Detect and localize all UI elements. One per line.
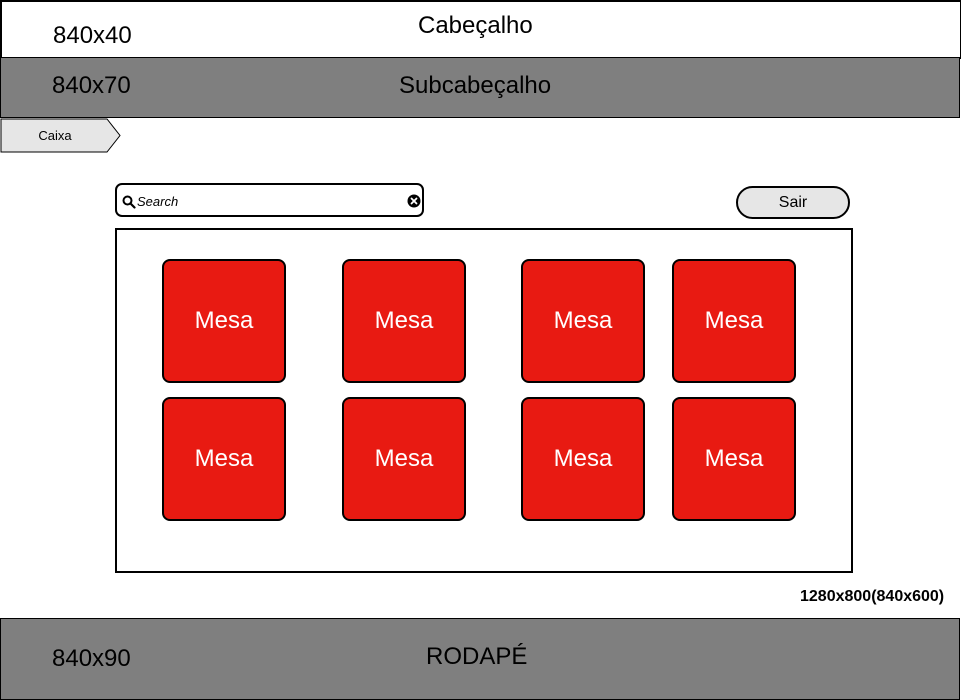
resolution-note: 1280x800(840x600) bbox=[800, 588, 945, 605]
search-box[interactable] bbox=[115, 183, 424, 217]
search-icon bbox=[122, 195, 136, 209]
subheader-bar: 840x70 Subcabeçalho bbox=[0, 57, 960, 118]
table-tile[interactable]: Mesa bbox=[162, 397, 286, 521]
breadcrumb[interactable]: Caixa bbox=[0, 118, 122, 153]
clear-icon[interactable] bbox=[407, 194, 421, 208]
header-size-label: 840x40 bbox=[53, 22, 132, 49]
subheader-title: Subcabeçalho bbox=[399, 72, 552, 99]
subheader-size-label: 840x70 bbox=[52, 72, 131, 99]
table-tile[interactable]: Mesa bbox=[672, 259, 796, 383]
table-tile[interactable]: Mesa bbox=[521, 259, 645, 383]
breadcrumb-arrow-shape: Caixa bbox=[0, 118, 121, 153]
table-tile[interactable]: Mesa bbox=[342, 259, 466, 383]
footer-bar: 840x90 RODAPÉ bbox=[0, 618, 960, 700]
header-title: Cabeçalho bbox=[418, 12, 533, 39]
table-tile[interactable]: Mesa bbox=[521, 397, 645, 521]
footer-size-label: 840x90 bbox=[52, 645, 131, 672]
exit-button[interactable]: Sair bbox=[736, 186, 850, 219]
search-input[interactable] bbox=[137, 191, 407, 211]
breadcrumb-label: Caixa bbox=[38, 128, 72, 143]
table-tile[interactable]: Mesa bbox=[162, 259, 286, 383]
footer-title: RODAPÉ bbox=[426, 643, 528, 670]
header-bar: 840x40 Cabeçalho bbox=[0, 0, 961, 59]
table-tile[interactable]: Mesa bbox=[342, 397, 466, 521]
tables-panel: Mesa Mesa Mesa Mesa Mesa Mesa Mesa Mesa bbox=[115, 228, 853, 573]
table-tile[interactable]: Mesa bbox=[672, 397, 796, 521]
